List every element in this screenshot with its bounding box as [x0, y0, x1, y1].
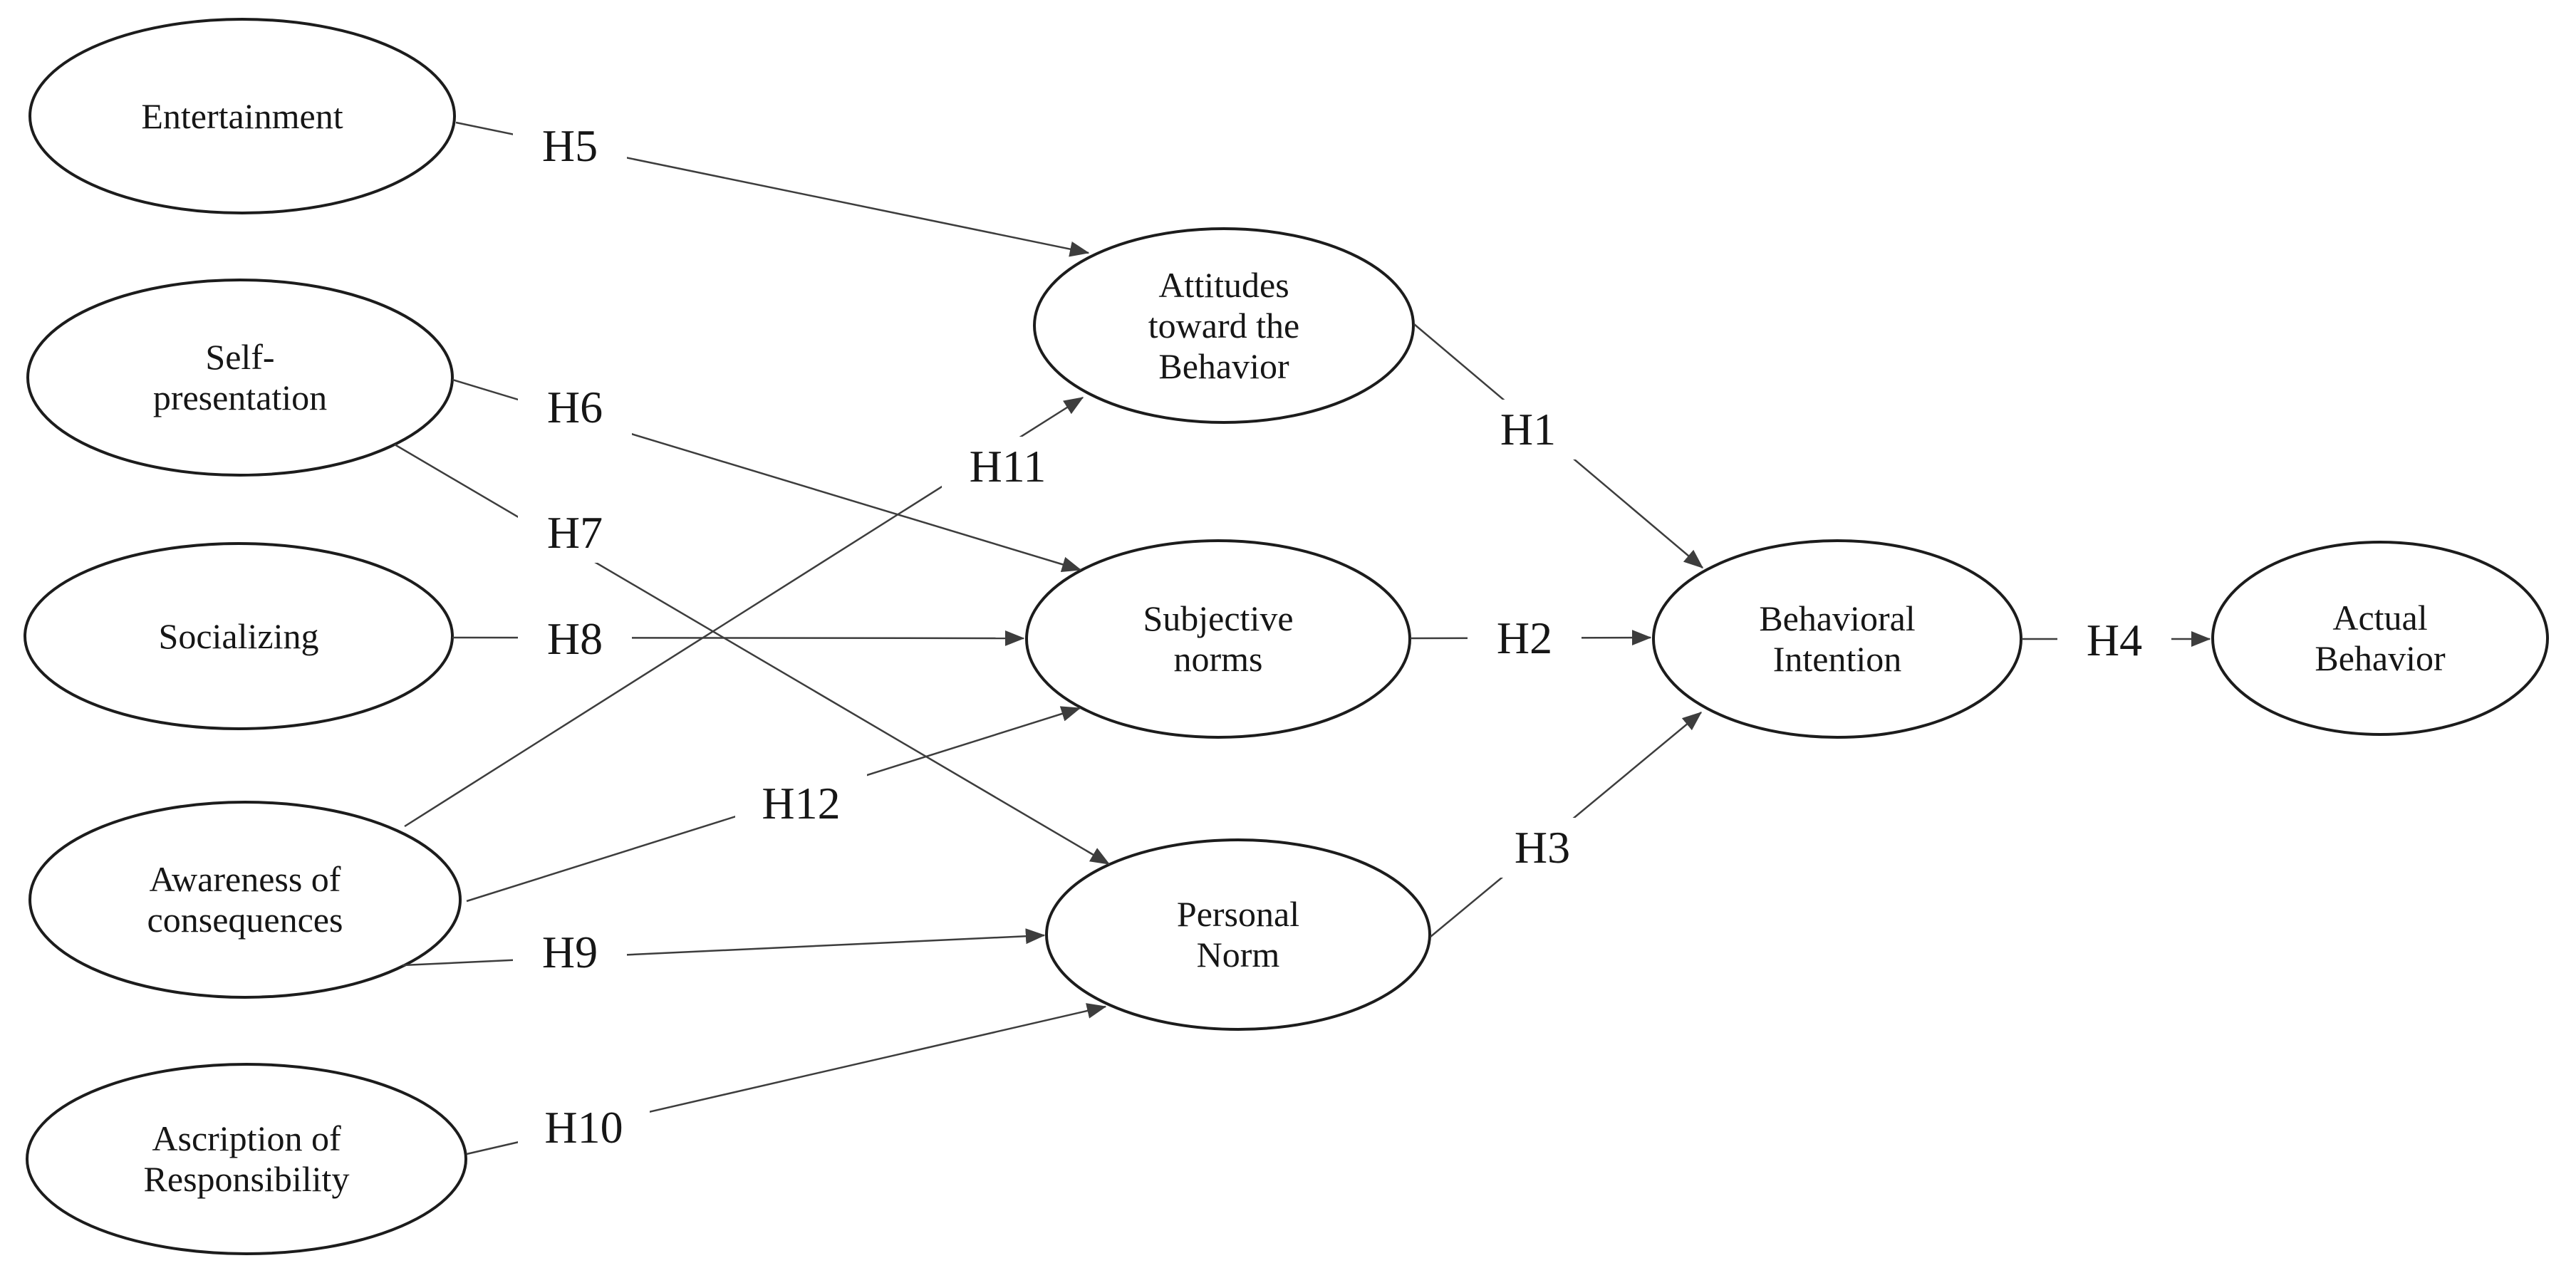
hypothesis-label-h8: H8: [518, 609, 632, 669]
node-ellipse-actual-behavior: [2211, 541, 2549, 736]
arrow-h9: [402, 928, 1046, 967]
node-ellipse-entertainment: [28, 18, 456, 214]
hypothesis-label-h10: H10: [518, 1098, 650, 1158]
hypothesis-label-h4: H4: [2057, 610, 2171, 670]
node-ellipse-awareness-of-consequences: [28, 801, 462, 999]
node-ellipse-ascription-of-responsibility: [26, 1063, 467, 1255]
hypothesis-label-h2: H2: [1468, 608, 1582, 668]
hypothesis-label-h11: H11: [942, 437, 1074, 497]
node-ellipse-behavioral-intention: [1652, 539, 2022, 739]
node-ellipse-self-presentation: [26, 279, 454, 477]
hypothesis-label-h1: H1: [1471, 400, 1585, 459]
hypothesis-label-h12: H12: [735, 774, 867, 833]
node-ellipse-attitudes-toward-the-behavior: [1033, 227, 1415, 424]
arrow-h7: [394, 443, 1111, 866]
hypothesis-label-h9: H9: [513, 923, 627, 982]
hypothesis-label-h6: H6: [518, 378, 632, 437]
node-ellipse-socializing: [24, 542, 454, 730]
hypothesis-label-h7: H7: [518, 503, 632, 563]
node-ellipse-personal-norm: [1045, 838, 1431, 1031]
hypothesis-label-h3: H3: [1485, 818, 1599, 878]
hypothesis-label-h5: H5: [513, 116, 627, 176]
node-ellipse-subjective-norms: [1025, 539, 1411, 739]
